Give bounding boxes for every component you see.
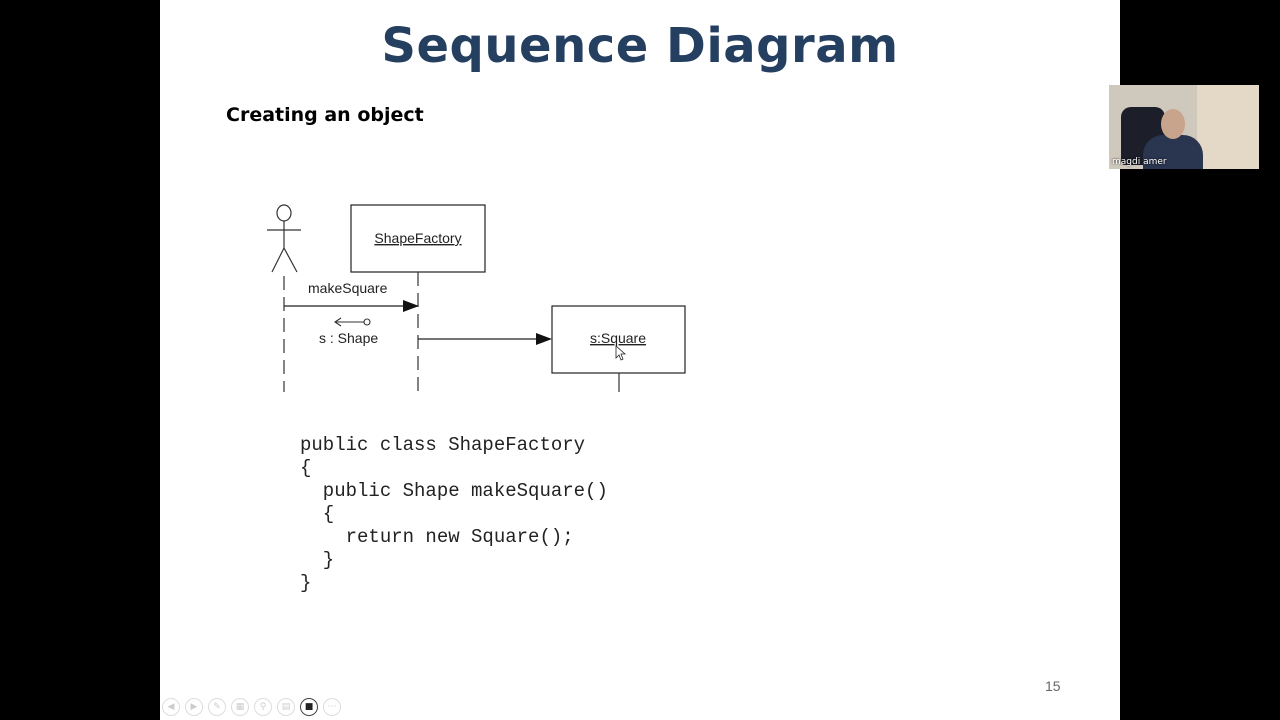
actor-figure (267, 204, 301, 273)
slide-subtitle: Creating an object (226, 104, 424, 126)
more-icon: ⋯ (327, 702, 337, 712)
grid-icon: ▦ (235, 702, 245, 712)
create-arrowhead (536, 333, 552, 345)
makesquare-arrowhead (403, 300, 419, 312)
webcam-person-body (1143, 135, 1203, 169)
pen-icon: ✎ (213, 702, 221, 712)
return-label: s : Shape (319, 330, 378, 346)
message-label: makeSquare (308, 280, 388, 296)
subtitles-icon: ▤ (281, 702, 291, 712)
slide-overview-button[interactable]: ▦ (231, 698, 249, 716)
slide-title: Sequence Diagram (381, 18, 899, 74)
code-snippet: public class ShapeFactory{ public Shape … (300, 434, 608, 595)
square-box (551, 305, 686, 374)
more-options-button[interactable]: ⋯ (323, 698, 341, 716)
camera-button[interactable]: ■ (300, 698, 318, 716)
webcam-thumbnail[interactable]: magdi amer (1109, 85, 1259, 169)
webcam-person-head (1161, 109, 1185, 139)
magnifier-icon: ⚲ (259, 702, 267, 712)
slideshow-toolbar: ◀ ▶ ✎ ▦ ⚲ ▤ ■ ⋯ (162, 698, 341, 716)
code-line: } (300, 549, 335, 571)
code-line: } (300, 572, 312, 594)
next-slide-button[interactable]: ▶ (185, 698, 203, 716)
subtitles-button[interactable]: ▤ (277, 698, 295, 716)
webcam-background (1197, 85, 1259, 169)
shapefactory-label: ShapeFactory (374, 230, 461, 246)
zoom-button[interactable]: ⚲ (254, 698, 272, 716)
square-label: s:Square (590, 330, 646, 346)
previous-slide-button[interactable]: ◀ (162, 698, 180, 716)
next-icon: ▶ (190, 702, 198, 712)
code-line: public class ShapeFactory (300, 434, 586, 456)
page-number: 15 (1045, 678, 1061, 694)
return-arrow (334, 317, 371, 327)
camera-icon: ■ (304, 702, 314, 712)
code-line: return new Square(); (300, 526, 574, 548)
sequence-diagram: ShapeFactory makeSquare s : Shape s:Squa… (267, 204, 686, 392)
code-line: { (300, 457, 312, 479)
slide: Sequence Diagram Creating an object Shap… (160, 0, 1120, 720)
mouse-cursor-icon (615, 345, 627, 361)
participant-name: magdi amer (1112, 157, 1167, 167)
previous-icon: ◀ (167, 702, 175, 712)
code-line: { (300, 503, 335, 525)
pen-tool-button[interactable]: ✎ (208, 698, 226, 716)
code-line: public Shape makeSquare() (300, 480, 608, 502)
